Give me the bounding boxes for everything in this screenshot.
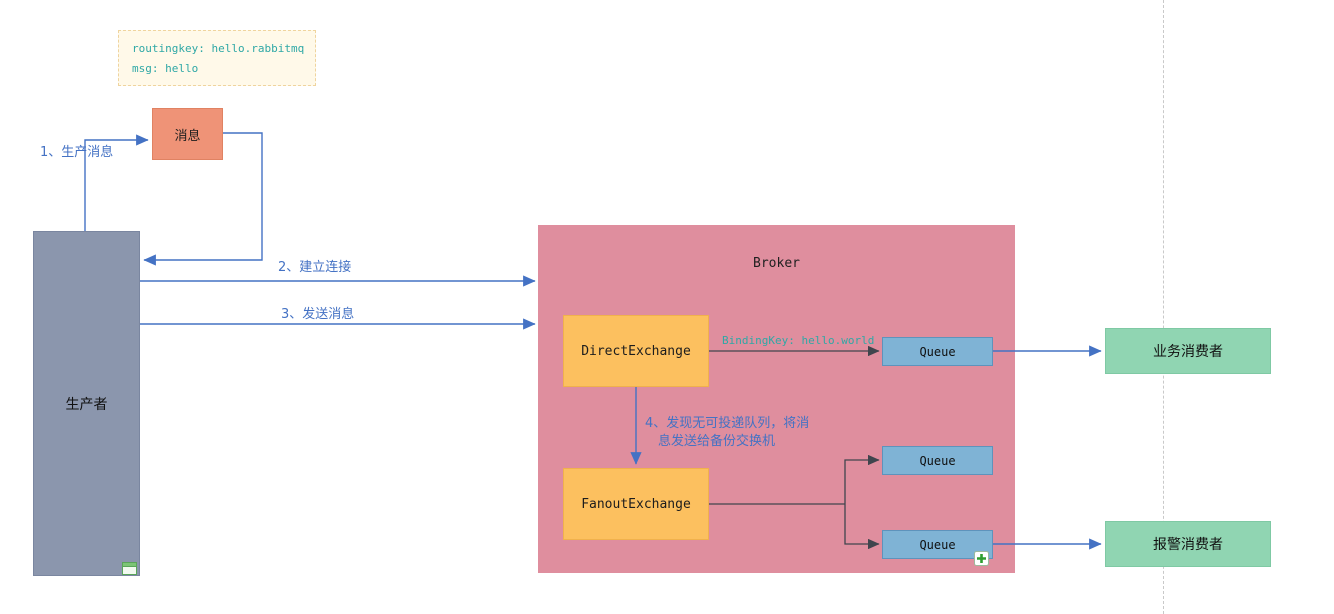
queue-direct-label: Queue [919, 344, 956, 359]
step4-label-line1: 4、发现无可投递队列，将消 [645, 416, 810, 431]
message-node-label: 消息 [174, 128, 201, 144]
step1-label: 1、生产消息 [40, 145, 114, 160]
routing-note[interactable]: routingkey: hello.rabbitmq msg: hello [118, 30, 316, 86]
note-routingkey-line: routingkey: hello.rabbitmq [132, 41, 305, 55]
fanout-exchange-node[interactable]: FanoutExchange [563, 468, 709, 540]
queue-fanout-bottom-node[interactable]: Queue [882, 530, 993, 559]
binding-key-label: BindingKey: hello.world [722, 334, 875, 347]
window-icon [122, 560, 137, 575]
business-consumer-label: 业务消费者 [1153, 344, 1223, 360]
alert-consumer-node[interactable]: 报警消费者 [1105, 521, 1271, 567]
step4-label: 4、发现无可投递队列，将消 息发送给备份交换机 [645, 415, 809, 451]
page-boundary-line [1163, 0, 1164, 614]
direct-exchange-node[interactable]: DirectExchange [563, 315, 709, 387]
broker-title: Broker [753, 256, 800, 271]
alert-consumer-label: 报警消费者 [1153, 537, 1223, 553]
step2-label: 2、建立连接 [278, 260, 352, 275]
step3-label: 3、发送消息 [281, 307, 355, 322]
producer-node[interactable]: 生产者 [33, 231, 140, 576]
message-node[interactable]: 消息 [152, 108, 223, 160]
queue-direct-node[interactable]: Queue [882, 337, 993, 366]
note-msg-line: msg: hello [132, 61, 199, 75]
queue-fanout-bottom-label: Queue [919, 537, 956, 552]
direct-exchange-label: DirectExchange [581, 343, 691, 359]
queue-fanout-top-label: Queue [919, 453, 956, 468]
add-icon[interactable] [974, 551, 989, 566]
queue-fanout-top-node[interactable]: Queue [882, 446, 993, 475]
fanout-exchange-label: FanoutExchange [581, 496, 691, 512]
producer-node-label: 生产者 [65, 396, 108, 413]
business-consumer-node[interactable]: 业务消费者 [1105, 328, 1271, 374]
step4-label-line2: 息发送给备份交换机 [658, 434, 776, 449]
